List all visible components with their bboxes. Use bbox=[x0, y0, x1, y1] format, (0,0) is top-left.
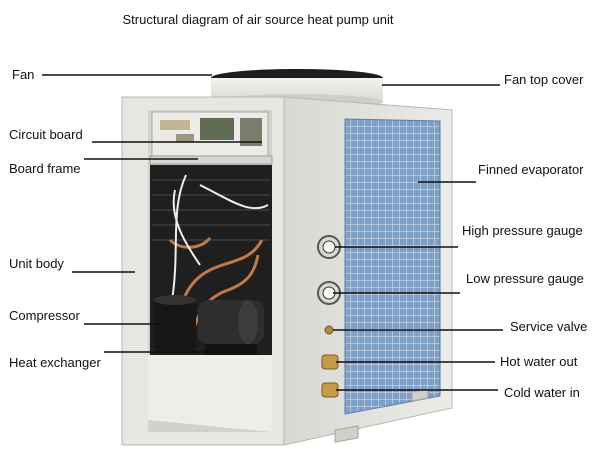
compressor bbox=[154, 295, 196, 352]
diagram-title: Structural diagram of air source heat pu… bbox=[122, 12, 394, 27]
cold-water-in-fitting bbox=[321, 382, 339, 398]
finned-evaporator bbox=[344, 118, 441, 415]
label-heat-exchanger: Heat exchanger bbox=[9, 355, 101, 370]
base-tray bbox=[148, 355, 272, 432]
label-cold-water-in: Cold water in bbox=[504, 385, 580, 400]
label-unit-body: Unit body bbox=[9, 256, 64, 271]
label-low-pressure-gauge: Low pressure gauge bbox=[466, 271, 584, 286]
label-high-pressure-gauge: High pressure gauge bbox=[462, 223, 583, 238]
unit-feet bbox=[334, 388, 429, 443]
label-fan: Fan bbox=[12, 67, 35, 82]
leader-lines bbox=[42, 74, 503, 391]
heat-exchanger bbox=[198, 300, 264, 360]
circuit-board bbox=[151, 111, 269, 159]
label-service-valve: Service valve bbox=[510, 319, 588, 334]
label-circuit-board: Circuit board bbox=[9, 127, 83, 142]
service-valve bbox=[324, 325, 334, 335]
label-hot-water-out: Hot water out bbox=[500, 354, 578, 369]
label-board-frame: Board frame bbox=[9, 161, 81, 176]
label-fan-top-cover: Fan top cover bbox=[504, 72, 584, 87]
high-pressure-gauge bbox=[317, 235, 341, 259]
board-frame bbox=[149, 155, 273, 165]
label-finned-evaporator: Finned evaporator bbox=[478, 162, 584, 177]
hot-water-out-fitting bbox=[321, 354, 339, 370]
label-compressor: Compressor bbox=[9, 308, 80, 323]
